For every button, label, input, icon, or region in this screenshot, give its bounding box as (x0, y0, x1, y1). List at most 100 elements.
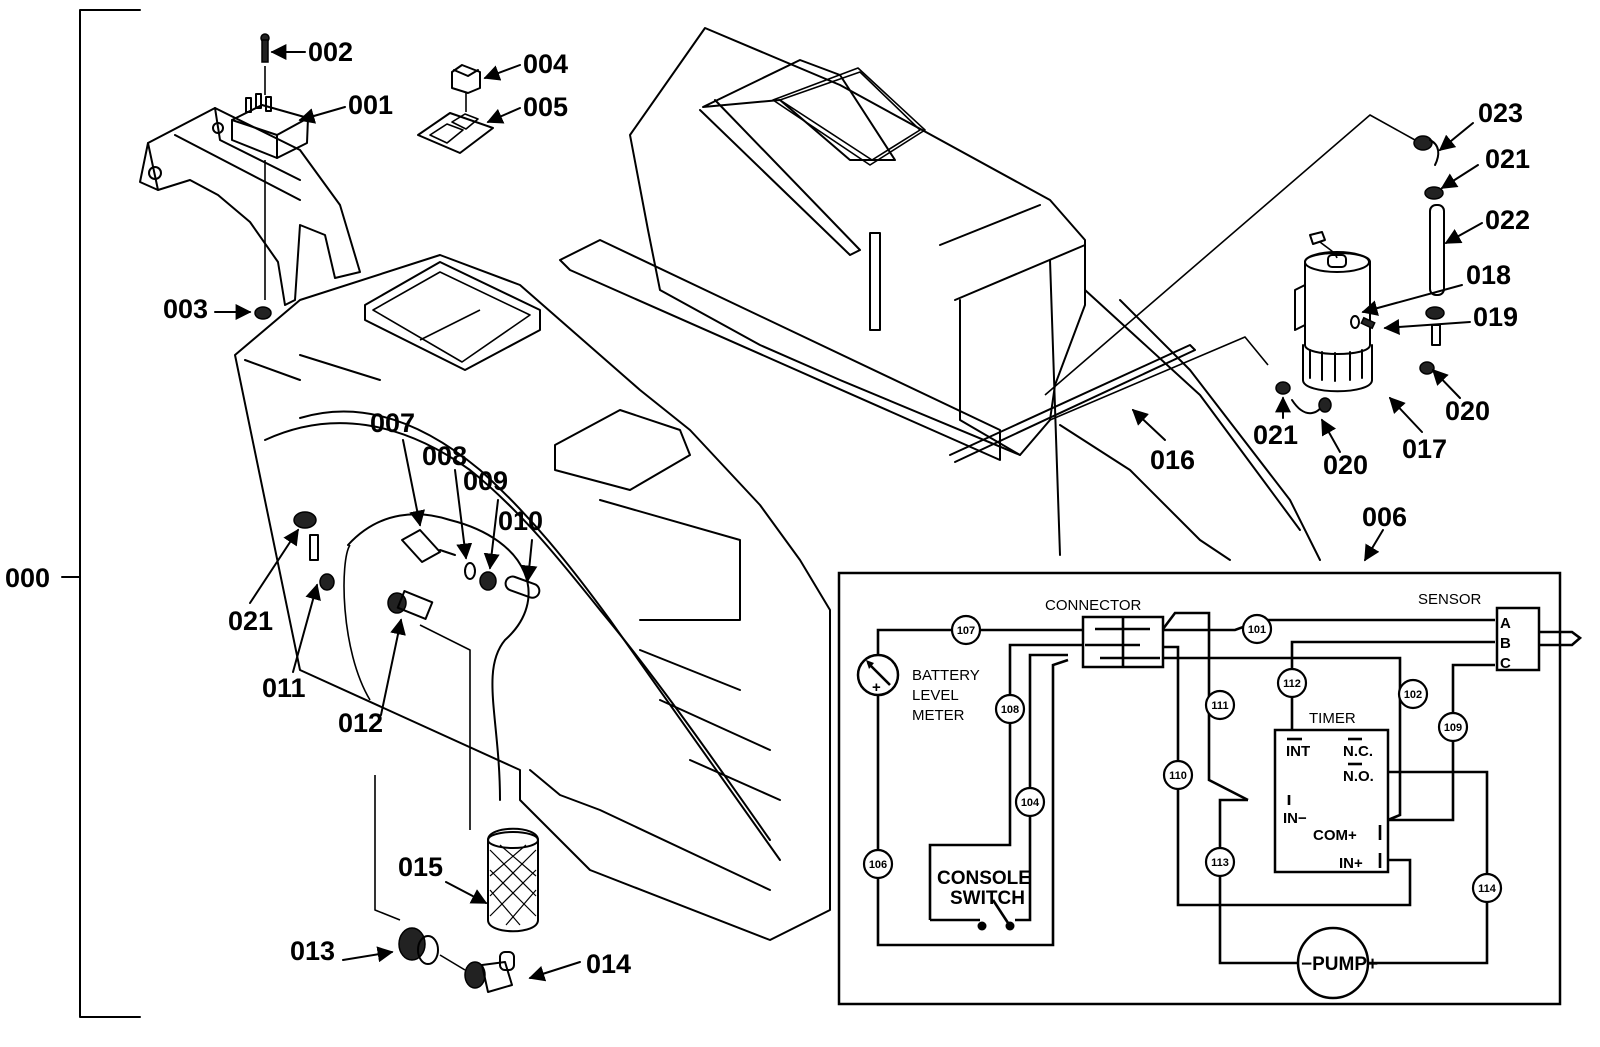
svg-text:011: 011 (262, 673, 306, 703)
battery-level-meter: + BATTERY LEVEL METER (856, 653, 980, 724)
callout-019: 019 (1383, 302, 1518, 335)
svg-text:012: 012 (338, 708, 383, 738)
callout-022: 022 (1444, 205, 1530, 244)
callout-012: 012 (338, 618, 406, 738)
callout-023: 023 (1438, 98, 1523, 152)
wire-label-112: 112 (1276, 667, 1308, 699)
callout-005: 005 (486, 92, 568, 124)
svg-text:107: 107 (957, 625, 975, 637)
svg-text:019: 019 (1473, 302, 1518, 332)
timer-pin-in-plus: IN+ (1339, 855, 1363, 872)
battery-label-2: LEVEL (912, 687, 959, 704)
rocker-switch-part (451, 64, 481, 112)
timer-pin-com-plus: COM+ (1313, 827, 1357, 844)
callout-021-left: 021 (228, 528, 299, 636)
pump-symbol: −PUMP+ (1296, 926, 1378, 1000)
callout-021-mid: 021 (1253, 396, 1298, 450)
timer-pin-int: INT (1286, 743, 1310, 760)
callout-013: 013 (290, 936, 394, 966)
svg-text:018: 018 (1466, 260, 1511, 290)
wire-label-110: 110 (1162, 759, 1194, 791)
hose-line (1044, 114, 1416, 396)
svg-text:110: 110 (1169, 770, 1187, 782)
svg-text:003: 003 (163, 294, 208, 324)
callout-016: 016 (1131, 408, 1195, 475)
console-switch-label-2: SWITCH (950, 888, 1025, 909)
console-switch-label-1: CONSOLE (937, 868, 1031, 889)
svg-text:013: 013 (290, 936, 335, 966)
callout-020-right: 020 (1431, 368, 1490, 426)
callout-011: 011 (262, 583, 321, 703)
recovery-tank-rear (629, 27, 1086, 556)
solution-tank-front (234, 239, 1321, 941)
svg-text:014: 014 (586, 949, 631, 979)
svg-text:022: 022 (1485, 205, 1530, 235)
svg-text:102: 102 (1404, 689, 1422, 701)
svg-text:005: 005 (523, 92, 568, 122)
svg-text:007: 007 (370, 408, 415, 438)
svg-text:004: 004 (523, 49, 568, 79)
relay-part (231, 93, 309, 159)
wire-label-107: 107 (950, 614, 982, 646)
callout-003: 003 (163, 294, 252, 324)
battery-label-1: BATTERY (912, 667, 980, 684)
svg-text:016: 016 (1150, 445, 1195, 475)
wire-label-101: 101 (1241, 613, 1273, 645)
sensor-pin-b: B (1500, 635, 1511, 652)
svg-text:101: 101 (1248, 624, 1266, 636)
callout-010: 010 (498, 506, 543, 582)
wire-label-102: 102 (1397, 678, 1429, 710)
svg-text:023: 023 (1478, 98, 1523, 128)
wire-labels: 107 101 108 104 106 111 110 112 102 109 … (862, 613, 1503, 904)
callout-007: 007 (370, 408, 426, 527)
bushing-part (398, 927, 439, 965)
svg-text:002: 002 (308, 37, 353, 67)
wire-label-114: 114 (1471, 872, 1503, 904)
svg-text:106: 106 (869, 859, 887, 871)
sensor-label: SENSOR (1418, 591, 1482, 608)
screw-part (260, 33, 270, 95)
timer-pin-in-minus: IN− (1283, 810, 1307, 827)
wire-label-109: 109 (1437, 711, 1469, 743)
filter-part (487, 827, 539, 933)
timer-block: TIMER INT N.C. N.O. IN− COM+ IN+ (1273, 710, 1390, 874)
callout-004: 004 (483, 49, 568, 81)
callout-014: 014 (528, 949, 631, 982)
battery-plus-sign: + (872, 679, 881, 696)
svg-text:021: 021 (1253, 420, 1298, 450)
console-bracket-part (139, 107, 361, 306)
callout-018: 018 (1361, 260, 1511, 316)
hose-part (949, 344, 1196, 463)
elbow-fitting-part (439, 951, 515, 993)
svg-text:010: 010 (498, 506, 543, 536)
sensor-pin-a: A (1500, 615, 1511, 632)
wire-label-106: 106 (862, 848, 894, 880)
svg-text:008: 008 (422, 441, 467, 471)
svg-text:111: 111 (1211, 700, 1228, 712)
connector-label: CONNECTOR (1045, 597, 1142, 614)
svg-text:006: 006 (1362, 502, 1407, 532)
hose-line (1049, 336, 1269, 421)
callout-009: 009 (463, 466, 508, 570)
wiring-schematic: CONNECTOR A B C SENSOR + BATTERY LEVEL M… (837, 571, 1583, 1006)
nut-part (254, 160, 272, 320)
pump-label: −PUMP+ (1301, 954, 1378, 975)
svg-text:021: 021 (1485, 144, 1530, 174)
wire-label-111: 111 (1204, 689, 1236, 721)
svg-text:017: 017 (1402, 434, 1447, 464)
svg-text:015: 015 (398, 852, 443, 882)
svg-text:112: 112 (1283, 678, 1301, 690)
callout-006: 006 (1362, 502, 1407, 562)
callout-000: 000 (5, 563, 50, 593)
fittings (1275, 135, 1445, 415)
svg-text:009: 009 (463, 466, 508, 496)
svg-text:020: 020 (1323, 450, 1368, 480)
connector-block: CONNECTOR (1045, 597, 1165, 669)
callout-021-top: 021 (1440, 144, 1530, 189)
wire-label-108: 108 (994, 693, 1026, 725)
timer-pin-nc: N.C. (1343, 743, 1373, 760)
callout-020-left: 020 (1321, 418, 1368, 480)
sensor-block: A B C SENSOR (1418, 591, 1541, 672)
svg-text:020: 020 (1445, 396, 1490, 426)
timer-label: TIMER (1309, 710, 1356, 727)
